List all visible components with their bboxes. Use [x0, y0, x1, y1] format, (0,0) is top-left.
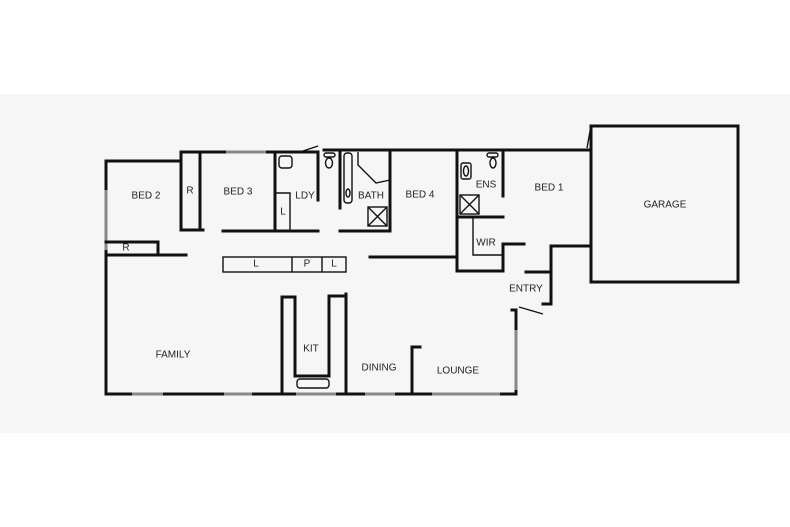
room-label-lounge: LOUNGE — [437, 366, 480, 377]
room-label-ens: ENS — [476, 180, 497, 191]
room-label-bed2: BED 2 — [132, 191, 161, 202]
pantry-label: P — [304, 259, 311, 270]
fixtures — [278, 152, 499, 389]
room-label-dining: DINING — [362, 363, 397, 374]
room-label-wir: WIR — [476, 238, 495, 249]
interior-walls — [104, 145, 553, 396]
toilet-icon — [323, 152, 336, 169]
room-labels: BED 2 BED 3 LDY BATH BED 4 ENS BED 1 GAR… — [132, 180, 687, 377]
robe-label: R — [186, 186, 193, 197]
hall-cupboards — [222, 256, 347, 273]
toilet-icon — [486, 152, 499, 169]
room-label-ldy: LDY — [295, 191, 315, 202]
garage-walls — [586, 124, 740, 284]
linen-label: L — [280, 207, 286, 218]
basin-icon — [460, 162, 472, 180]
laundry-tub-icon — [278, 155, 293, 169]
bathtub-icon — [343, 152, 353, 204]
room-label-bed3: BED 3 — [224, 187, 253, 198]
room-label-bed1: BED 1 — [535, 183, 564, 194]
shower-icon — [459, 194, 480, 215]
fixture-labels: R R L L P L — [122, 186, 337, 270]
room-label-family: FAMILY — [156, 350, 191, 361]
room-label-bed4: BED 4 — [406, 190, 435, 201]
sink-icon — [296, 378, 330, 389]
room-label-bath: BATH — [358, 191, 384, 202]
room-label-entry: ENTRY — [509, 284, 543, 295]
linen-label: L — [331, 259, 337, 270]
shower-icon — [367, 206, 388, 227]
windows — [104, 150, 518, 396]
room-label-garage: GARAGE — [644, 200, 687, 211]
room-label-kit: KIT — [303, 344, 319, 355]
robe-label: R — [122, 243, 129, 254]
linen-label: L — [253, 259, 259, 270]
